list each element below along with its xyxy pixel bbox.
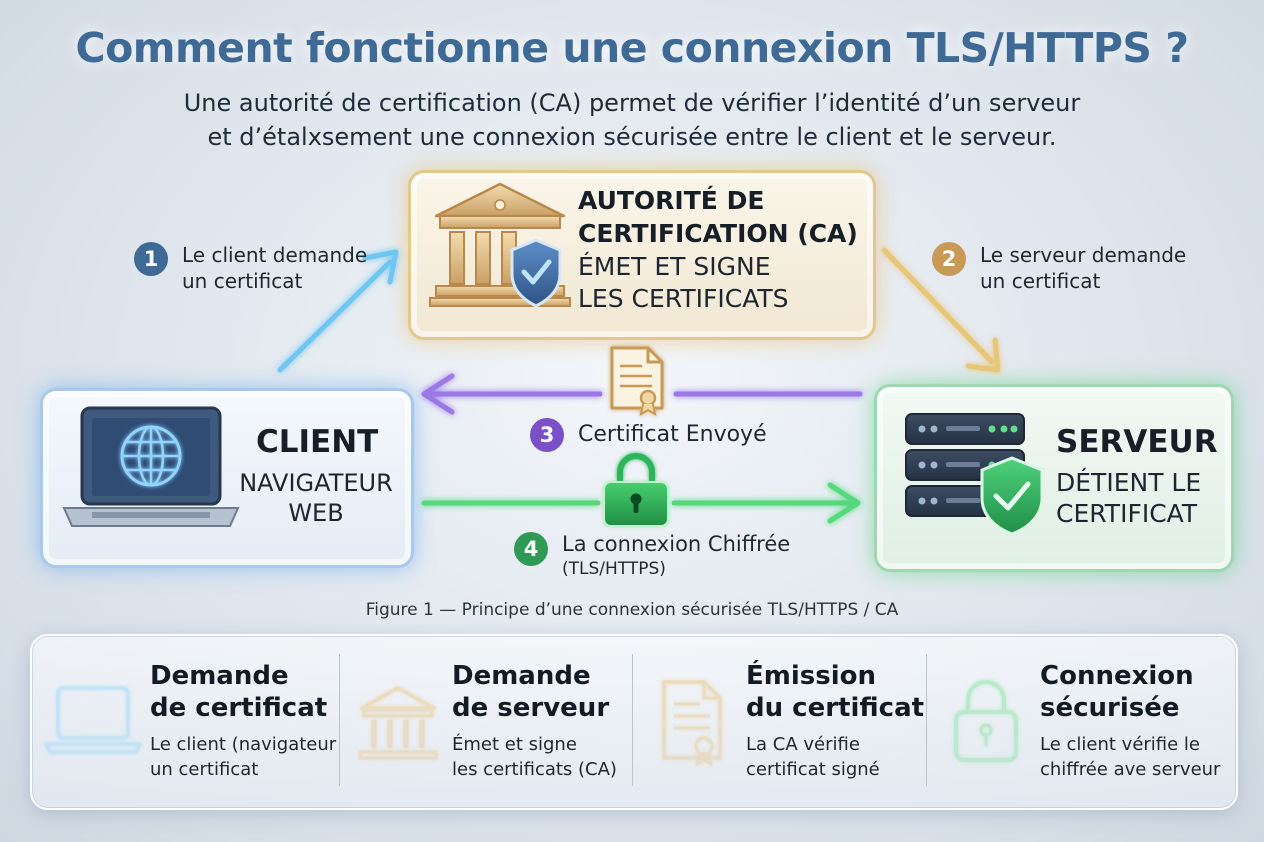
step-3-text: Certificat Envoyé [578, 422, 767, 447]
summary-divider [339, 654, 340, 786]
step-1-line-1: Le client demande [182, 243, 368, 267]
card-3-sub-line-1: La CA vérifie [746, 734, 860, 755]
server-shield-check-icon [980, 456, 1044, 536]
page-title: Comment fonctionne une connexion TLS/HTT… [75, 24, 1189, 72]
card-3-title-line-1: Émission [746, 661, 876, 691]
step-1-number: 1 [134, 242, 168, 276]
card-2-sub-line-1: Émet et signe [452, 734, 577, 755]
card-1-sub-line-2: un certificat [150, 759, 259, 780]
card-1-sub-line-1: Le client (navigateur [150, 734, 337, 755]
card-2-title-line-1: Demande [452, 661, 591, 691]
client-sub-line-2: WEB [288, 499, 344, 527]
card-4-title-line-2: sécurisée [1040, 693, 1180, 723]
subtitle-line-2: et d’étalxsement une connexion sécurisée… [207, 123, 1057, 151]
ca-description: ÉMET ET SIGNE LES CERTIFICATS [578, 251, 789, 315]
step-1-line-2: un certificat [182, 269, 303, 293]
step-3: 3 Certificat Envoyé [530, 418, 767, 452]
step-3-number: 3 [530, 418, 564, 452]
summary-divider [632, 654, 633, 786]
arrow-ca-to-server [881, 247, 1001, 373]
arrow-certificate-sent [421, 373, 863, 415]
card-1-description: Le client (navigateur un certificat [150, 732, 336, 782]
server-description: DÉTIENT LE CERTIFICAT [1056, 467, 1201, 529]
card-4-description: Le client vérifie le chiffrée ave serveu… [1040, 732, 1220, 782]
step-4-number: 4 [514, 532, 548, 566]
server-sub-line-2: CERTIFICAT [1056, 499, 1198, 528]
card-4-sub-line-2: chiffrée ave serveur [1040, 759, 1221, 780]
step-2-line-1: Le serveur demande [980, 243, 1187, 267]
step-1: 1 Le client demande un certificat [134, 242, 367, 294]
card-3-description: La CA vérifie certificat signé [746, 732, 880, 782]
shield-check-icon [510, 238, 562, 308]
arrow-encrypted-connection [421, 482, 861, 524]
step-4: 4 La connexion Chiffrée (TLS/HTTPS) [514, 532, 790, 582]
card-2-sub-line-2: les certificats (CA) [452, 759, 617, 780]
summary-divider [926, 654, 927, 786]
card-3-sub-line-2: certificat signé [746, 759, 880, 780]
client-title: CLIENT [256, 424, 379, 460]
card-3-title: Émission du certificat [746, 660, 924, 724]
card-1-title-line-2: de certificat [150, 693, 328, 723]
padlock-icon [603, 453, 669, 527]
server-title: SERVEUR [1056, 424, 1218, 460]
card-4-title-line-1: Connexion [1040, 661, 1194, 691]
card-2-title-line-2: de serveur [452, 693, 610, 723]
client-sub-line-1: NAVIGATEUR [239, 469, 393, 497]
card-1-title: Demande de certificat [150, 660, 327, 724]
server-sub-line-1: DÉTIENT LE [1056, 468, 1202, 497]
card-4-sub-line-1: Le client vérifie le [1040, 734, 1201, 755]
card-2-title: Demande de serveur [452, 660, 609, 724]
globe-icon [120, 425, 182, 487]
step-2: 2 Le serveur demande un certificat [932, 242, 1186, 294]
arrow-client-to-ca [277, 249, 399, 373]
step-2-number: 2 [932, 242, 966, 276]
client-description: NAVIGATEUR WEB [232, 468, 400, 528]
laptop-icon [62, 406, 240, 527]
step-4-line-2: (TLS/HTTPS) [562, 559, 666, 579]
step-2-line-2: un certificat [980, 269, 1101, 293]
subtitle-line-1: Une autorité de certification (CA) perme… [183, 89, 1081, 117]
summary-panel [30, 634, 1238, 810]
ca-sub-line-2: LES CERTIFICATS [578, 284, 789, 313]
card-2-description: Émet et signe les certificats (CA) [452, 732, 617, 782]
ca-title: AUTORITÉ DE CERTIFICATION (CA) [578, 184, 858, 250]
card-4-title: Connexion sécurisée [1040, 660, 1194, 724]
card-3-title-line-2: du certificat [746, 693, 925, 723]
ca-title-line-2: CERTIFICATION (CA) [578, 219, 858, 248]
ca-title-line-1: AUTORITÉ DE [578, 186, 765, 215]
certificate-icon [610, 346, 664, 416]
page-subtitle: Une autorité de certification (CA) perme… [0, 86, 1264, 154]
ca-sub-line-1: ÉMET ET SIGNE [578, 252, 771, 281]
card-1-title-line-1: Demande [150, 661, 289, 691]
step-4-line-1: La connexion Chiffrée [562, 532, 791, 556]
bank-icon [429, 182, 571, 307]
step-2-text: Le serveur demande un certificat [980, 242, 1186, 294]
step-1-text: Le client demande un certificat [182, 242, 367, 294]
figure-caption: Figure 1 — Principe d’une connexion sécu… [365, 600, 899, 620]
step-4-text: La connexion Chiffrée (TLS/HTTPS) [562, 532, 790, 582]
